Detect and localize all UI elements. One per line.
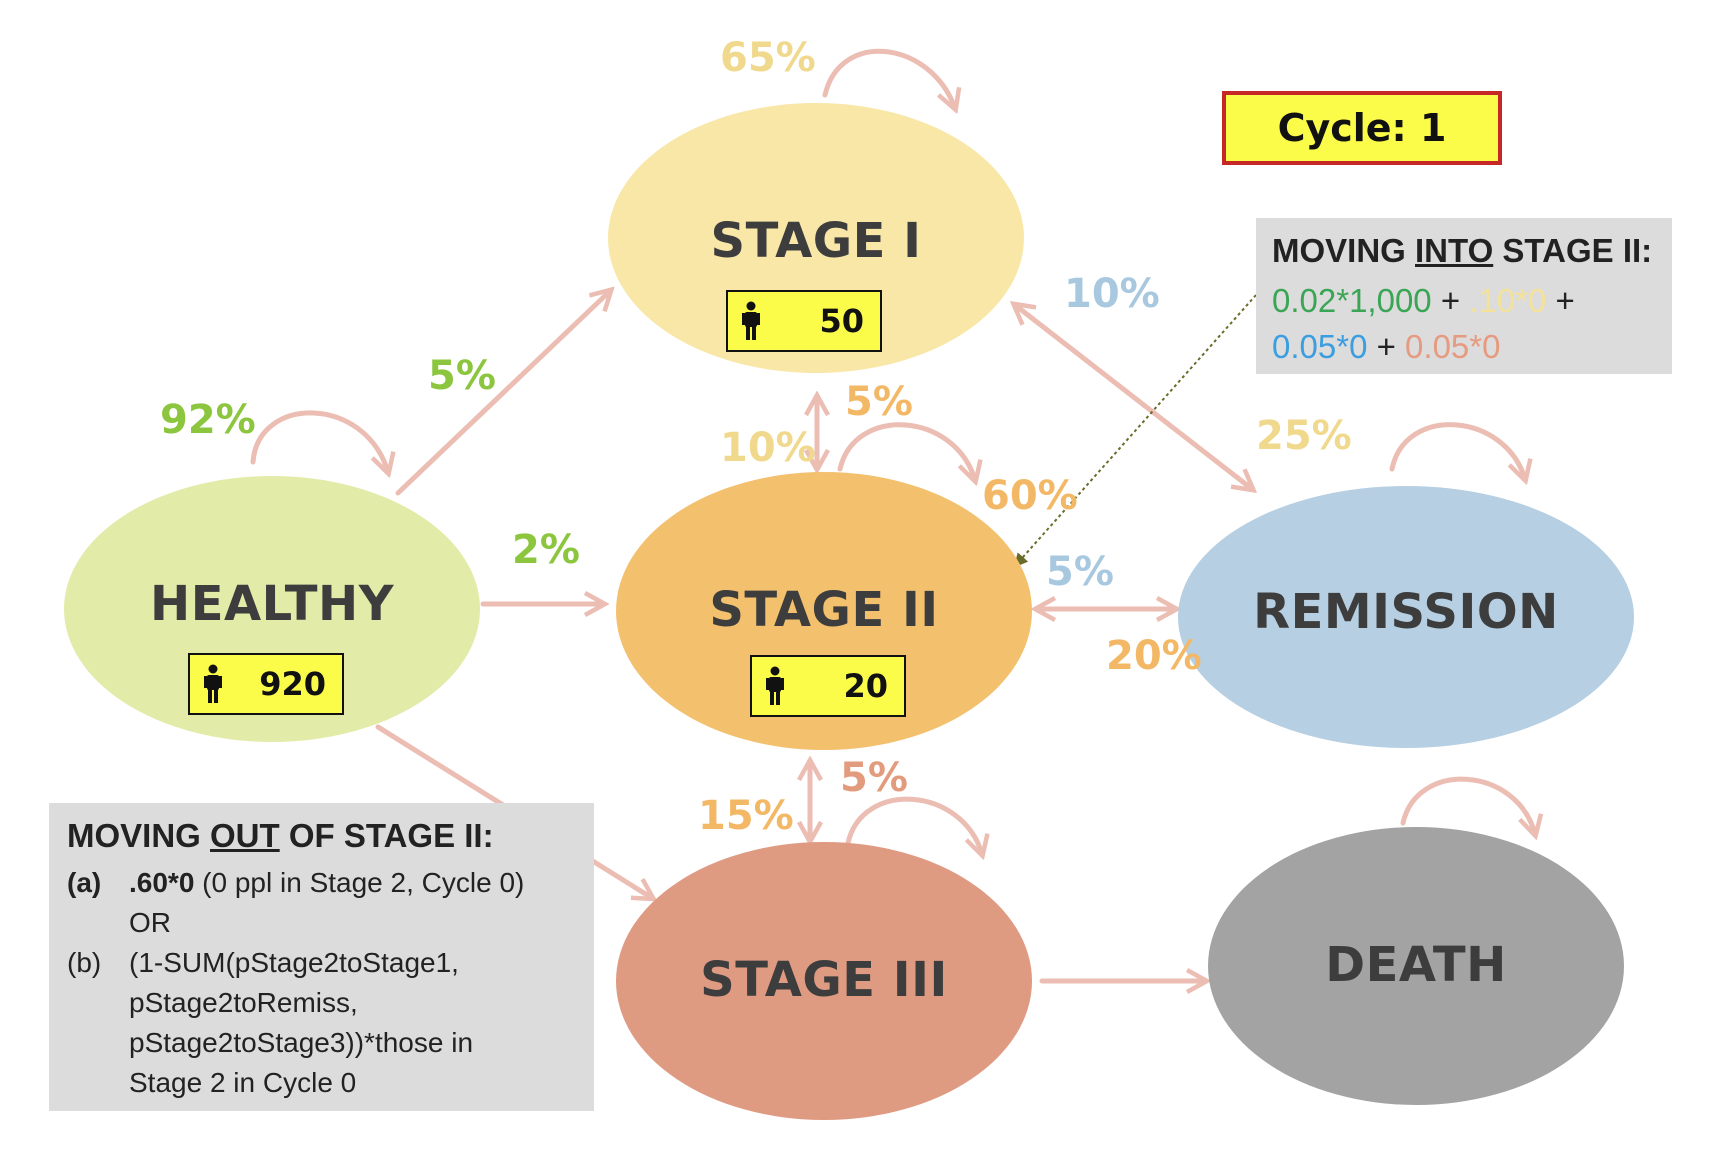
info-into-formula-line2: 0.05*0 + 0.05*0 [1272, 328, 1501, 365]
node-healthy: HEALTHY 920 [64, 476, 480, 742]
pct-remission-stay: 25% [1256, 413, 1352, 459]
node-stage3: STAGE III [616, 842, 1032, 1120]
pct-stage2-to-remission: 20% [1106, 633, 1202, 679]
person-icon [204, 664, 222, 703]
node-healthy-label: HEALTHY [150, 576, 394, 632]
info-into-title: MOVING INTO STAGE II: [1272, 232, 1653, 269]
arrow-healthy-to-stage1 [395, 291, 610, 496]
loop-stage3 [845, 796, 982, 854]
info-box-into-stage2: MOVING INTO STAGE II: 0.02*1,000 + .10*0… [1256, 218, 1672, 374]
stage1-count-box: 50 [726, 290, 882, 352]
pct-stage3-to-stage2: 5% [840, 755, 908, 801]
pct-stage2-to-stage1: 5% [845, 379, 913, 425]
info-into-formula-line1: 0.02*1,000 + .10*0 + [1272, 282, 1575, 319]
info-out-option-b: (b) (1-SUM(pStage2toStage1, pStage2toRem… [67, 947, 474, 1098]
info-box-out-of-stage2: MOVING OUT OF STAGE II: (a) .60*0 (0 ppl… [49, 803, 594, 1111]
node-stage1-label: STAGE I [710, 213, 922, 269]
loop-remission [1389, 422, 1525, 479]
info-out-title: MOVING OUT OF STAGE II: [67, 817, 494, 854]
person-icon [766, 666, 784, 705]
loop-death [1400, 776, 1535, 834]
info-out-or: OR [129, 907, 171, 938]
pct-healthy-to-stage1: 5% [428, 353, 496, 399]
node-stage3-label: STAGE III [700, 952, 948, 1008]
node-death: DEATH [1208, 827, 1624, 1105]
loop-healthy [250, 410, 388, 472]
person-icon [742, 301, 760, 340]
pointer-into-stage2 [1013, 294, 1257, 568]
pct-stage1-remission: 10% [1064, 271, 1160, 317]
pct-healthy-stay: 92% [160, 397, 256, 443]
node-remission: REMISSION [1178, 486, 1634, 748]
pct-healthy-to-stage2: 2% [512, 527, 580, 573]
node-stage2-label: STAGE II [709, 582, 939, 638]
node-remission-label: REMISSION [1253, 584, 1559, 640]
node-stage2: STAGE II 20 [616, 472, 1032, 750]
healthy-count-box: 920 [188, 653, 344, 715]
pct-stage2-to-stage3: 15% [698, 793, 794, 839]
arrow-stage1-remission [1015, 305, 1252, 489]
node-death-label: DEATH [1325, 937, 1507, 993]
stage2-count: 20 [843, 667, 888, 705]
pct-stage2-stay: 60% [982, 473, 1078, 519]
loop-stage1 [822, 48, 955, 108]
pct-stage1-to-stage2: 10% [720, 425, 816, 471]
cycle-counter: Cycle: 1 [1222, 91, 1502, 165]
loop-stage2 [837, 422, 975, 480]
stage1-count: 50 [819, 302, 864, 340]
pct-stage1-stay: 65% [720, 35, 816, 81]
pct-remission-to-stage2: 5% [1046, 549, 1114, 595]
stage2-count-box: 20 [750, 655, 906, 717]
info-out-option-a: (a) .60*0 (0 ppl in Stage 2, Cycle 0) [67, 867, 525, 898]
node-stage1: STAGE I 50 [608, 103, 1024, 373]
healthy-count: 920 [259, 665, 326, 703]
